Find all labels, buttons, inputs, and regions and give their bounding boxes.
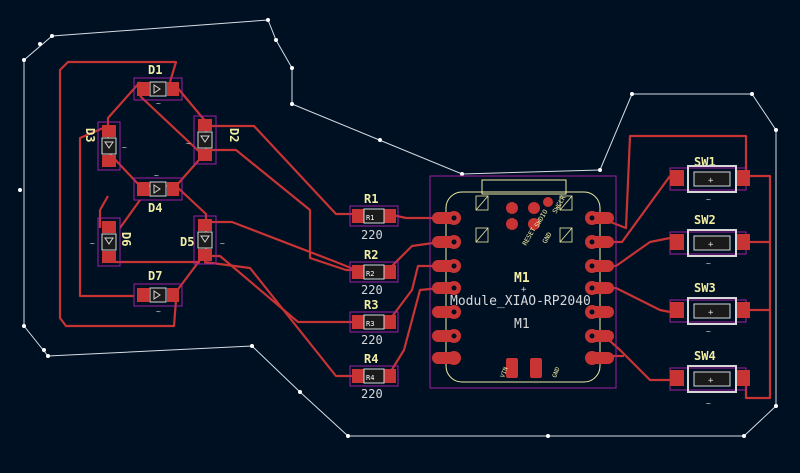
resistor-ref-label: R1 bbox=[364, 192, 378, 206]
pad-label-reset: RESET bbox=[521, 226, 538, 247]
diode-ref-label: D1 bbox=[148, 63, 162, 77]
diode-d1[interactable]: D1 ~ bbox=[133, 63, 183, 108]
svg-text:+: + bbox=[708, 176, 714, 186]
svg-text:~: ~ bbox=[220, 239, 225, 248]
switch-ref-label: SW2 bbox=[694, 213, 716, 227]
switch-sw2[interactable]: SW2 + ~ bbox=[669, 213, 750, 268]
board-edge bbox=[18, 18, 778, 438]
diode-ref-label: D7 bbox=[148, 269, 162, 283]
pad-label-gnd-bottom: GND bbox=[551, 366, 561, 379]
svg-text:R3: R3 bbox=[366, 320, 374, 328]
diode-ref-label: D4 bbox=[148, 201, 162, 215]
switch-ref-label: SW3 bbox=[694, 281, 716, 295]
svg-text:+: + bbox=[708, 376, 714, 386]
diode-d2[interactable]: D2 ~ bbox=[186, 115, 241, 165]
diode-d6[interactable]: D6 ~ bbox=[90, 217, 133, 267]
svg-text:R4: R4 bbox=[366, 374, 374, 382]
svg-text:+: + bbox=[708, 308, 714, 318]
resistor-r4[interactable]: R4 R4 220 bbox=[349, 352, 399, 401]
svg-text:~: ~ bbox=[706, 327, 711, 336]
svg-text:~: ~ bbox=[154, 171, 159, 180]
resistor-value-label: 220 bbox=[361, 228, 383, 242]
diode-d5[interactable]: D5 ~ bbox=[180, 215, 225, 265]
diode-d4[interactable]: D4 ~ bbox=[133, 171, 183, 215]
diode-ref-label: D6 bbox=[119, 232, 133, 246]
svg-text:~: ~ bbox=[706, 259, 711, 268]
resistor-r3[interactable]: R3 R3 220 bbox=[349, 298, 399, 347]
diode-ref-label: D5 bbox=[180, 235, 194, 249]
svg-text:~: ~ bbox=[156, 307, 161, 316]
svg-text:~: ~ bbox=[122, 143, 127, 152]
resistor-ref-label: R4 bbox=[364, 352, 378, 366]
module-fab-ref-label: M1 bbox=[514, 317, 530, 332]
pad-label-vin: VIN bbox=[499, 366, 509, 379]
svg-text:~: ~ bbox=[706, 399, 711, 408]
resistor-value-label: 220 bbox=[361, 387, 383, 401]
switch-ref-label: SW4 bbox=[694, 349, 716, 363]
svg-text:~: ~ bbox=[90, 239, 95, 248]
module-value-label: Module_XIAO-RP2040 bbox=[450, 294, 591, 309]
svg-text:+: + bbox=[521, 285, 527, 295]
diode-d7[interactable]: D7 ~ bbox=[133, 269, 183, 316]
svg-text:R1: R1 bbox=[366, 214, 374, 222]
svg-text:~: ~ bbox=[706, 195, 711, 204]
resistor-value-label: 220 bbox=[361, 283, 383, 297]
resistor-r2[interactable]: R2 R2 220 bbox=[349, 248, 399, 297]
svg-text:~: ~ bbox=[156, 99, 161, 108]
switch-sw4[interactable]: SW4 + ~ bbox=[669, 349, 750, 408]
diode-d3[interactable]: D3 ~ bbox=[83, 121, 127, 171]
copper-traces bbox=[58, 60, 772, 400]
svg-text:~: ~ bbox=[186, 139, 191, 148]
module-ref-label: M1 bbox=[514, 271, 530, 286]
svg-text:R2: R2 bbox=[366, 270, 374, 278]
switch-sw3[interactable]: SW3 + ~ bbox=[669, 281, 750, 336]
resistor-ref-label: R2 bbox=[364, 248, 378, 262]
pad-label-gnd: GND bbox=[541, 231, 554, 245]
switch-sw1[interactable]: SW1 + ~ bbox=[669, 155, 750, 204]
resistor-ref-label: R3 bbox=[364, 298, 378, 312]
diode-ref-label: D3 bbox=[83, 128, 97, 142]
svg-text:+: + bbox=[708, 240, 714, 250]
diode-ref-label: D2 bbox=[227, 128, 241, 142]
resistor-r1[interactable]: R1 R1 220 bbox=[349, 192, 399, 242]
resistor-value-label: 220 bbox=[361, 333, 383, 347]
module-xiao-rp2040[interactable]: RESET SWDIO SWCLK GND VIN GND M1 + Modul… bbox=[429, 175, 617, 389]
